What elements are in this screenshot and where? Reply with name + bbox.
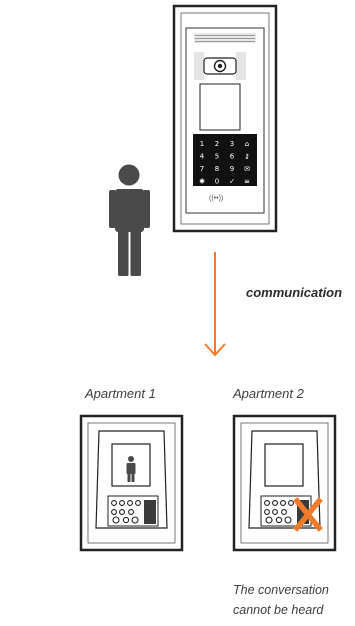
- keypad-key: ≡: [244, 178, 250, 186]
- keypad-key: 2: [215, 140, 219, 148]
- rfid-icon: ((••)): [209, 195, 223, 202]
- keypad-key: 5: [215, 153, 219, 161]
- keypad-key: 8: [215, 165, 219, 173]
- keypad-key: ✱: [199, 178, 205, 186]
- apartment-1-buttons: [111, 500, 141, 524]
- apartment-1-label: Apartment 1: [85, 386, 156, 401]
- arrow-down-icon: [204, 252, 226, 357]
- communication-label: communication: [246, 285, 343, 300]
- apartment-1-monitor: [79, 414, 184, 552]
- apartment-1-speaker: [144, 500, 156, 524]
- keypad-key: ⌂: [245, 140, 249, 148]
- keypad-key: 4: [200, 153, 205, 161]
- keypad-key: 0: [215, 178, 219, 186]
- speaker-grille: [194, 33, 256, 43]
- keypad-key: 3: [230, 140, 234, 148]
- conversation-note-line-2: cannot be heard: [233, 603, 324, 617]
- keypad: 1 2 3 ⌂ 4 5 6 ⚷ 7 8 9 ✉ ✱ 0 ✓ ≡: [193, 134, 257, 186]
- keypad-key: 6: [230, 153, 235, 161]
- camera-module: [194, 52, 246, 80]
- panel-display: [199, 83, 241, 131]
- keypad-key: ✓: [229, 178, 235, 186]
- entrance-panel: 1 2 3 ⌂ 4 5 6 ⚷ 7 8 9 ✉ ✱ 0 ✓ ≡ ((••)): [172, 4, 278, 233]
- conversation-note: The conversation cannot be heard: [233, 580, 329, 620]
- apartment-2-monitor: [232, 414, 337, 552]
- cross-icon: [293, 497, 323, 532]
- conversation-note-line-1: The conversation: [233, 583, 329, 597]
- keypad-key: 7: [200, 165, 204, 173]
- keypad-key: ⚷: [244, 153, 249, 161]
- person-icon: [109, 164, 150, 276]
- apartment-2-buttons: [264, 500, 294, 524]
- apartment-2-label: Apartment 2: [233, 386, 304, 401]
- keypad-key: 9: [230, 165, 234, 173]
- visitor-icon: [126, 456, 136, 482]
- keypad-key: 1: [200, 140, 204, 148]
- apartment-2-screen: [264, 443, 304, 487]
- keypad-key: ✉: [244, 165, 250, 173]
